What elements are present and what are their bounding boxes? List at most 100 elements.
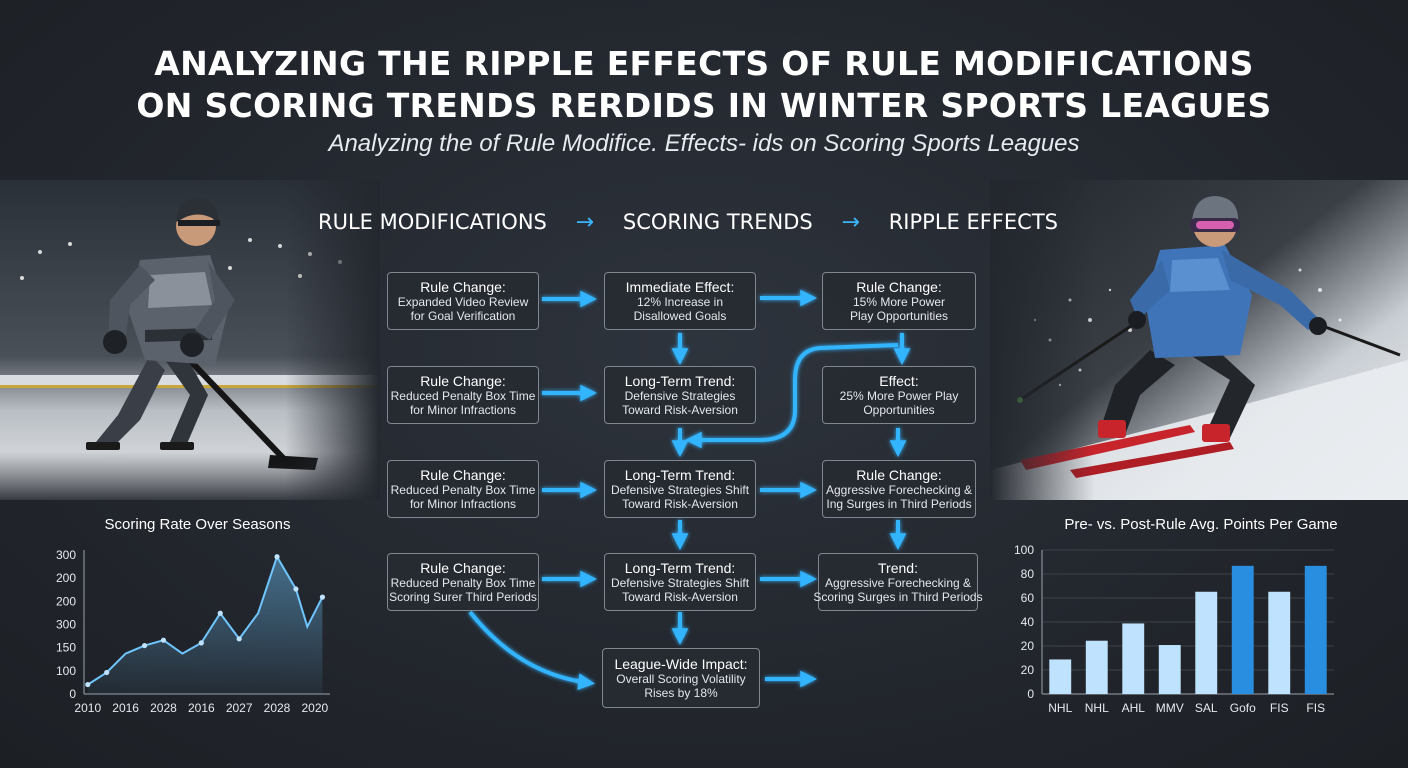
line-chart-series-line <box>87 554 324 686</box>
flow-box-title: Rule Change: <box>420 278 506 295</box>
bar-chart-bar <box>1268 591 1291 694</box>
bar-chart-y-tick: 20 <box>1021 663 1035 677</box>
line-chart-point <box>319 594 326 600</box>
line-chart-x-tick: 2028 <box>150 701 177 715</box>
bar-chart-bar <box>1231 565 1254 694</box>
flow-box-line: Toward Risk-Aversion <box>622 403 738 418</box>
flow-box-title: Immediate Effect: <box>625 278 735 295</box>
flow-box-r3-c1: Rule Change: Reduced Penalty Box Time fo… <box>387 460 539 518</box>
flow-box-line: Overall Scoring Volatility <box>616 672 746 687</box>
line-chart-point <box>141 642 148 649</box>
flow-box-line: Aggressive Forechecking & <box>825 483 973 498</box>
flow-box-title: Rule Change: <box>856 278 942 295</box>
flow-box-line: Opportunities <box>863 403 935 418</box>
flow-box-line: Defensive Strategies Shift <box>610 576 750 591</box>
line-chart-y-tick: 200 <box>56 571 76 585</box>
flow-box-line: Rises by 18% <box>644 686 718 701</box>
bar-chart-x-tick: MMV <box>1156 701 1184 715</box>
line-chart-area <box>87 556 323 694</box>
flow-box-line: 15% More Power <box>852 295 946 310</box>
line-chart-y-tick: 0 <box>69 687 76 701</box>
bar-chart-x-tick: FIS <box>1306 701 1325 715</box>
flow-box-r2-c3: Effect: 25% More Power Play Opportunitie… <box>822 366 976 424</box>
bar-chart-bar <box>1195 591 1218 694</box>
flow-box-title: Trend: <box>878 559 918 576</box>
flow-header-rule-modifications: RULE MODIFICATIONS <box>318 210 547 234</box>
bar-chart-x-tick: NHL <box>1085 701 1109 715</box>
flow-box-line: Ing Surges in Third Periods <box>826 497 972 512</box>
bar-chart-y-tick: 0 <box>1027 687 1034 701</box>
flow-box-line: Play Opportunities <box>849 309 949 324</box>
bar-chart-bar <box>1122 623 1145 694</box>
line-chart-point <box>160 637 167 643</box>
line-chart-x-tick: 2028 <box>264 701 291 715</box>
line-chart-x-tick: 2020 <box>302 701 329 715</box>
line-chart-point <box>217 610 223 616</box>
flow-header: RULE MODIFICATIONS → SCORING TRENDS → RI… <box>318 206 1058 238</box>
line-chart-y-tick: 300 <box>56 618 76 632</box>
bar-chart-bar <box>1158 645 1181 694</box>
flow-box-r3-c3: Rule Change: Aggressive Forechecking & I… <box>822 460 976 518</box>
bar-chart-bar <box>1049 659 1072 694</box>
line-chart-x-tick: 2027 <box>226 701 253 715</box>
flow-header-arrow-icon: → <box>841 209 860 235</box>
flow-box-r3-c2: Long-Term Trend: Defensive Strategies Sh… <box>604 460 756 518</box>
flow-box-line: Reduced Penalty Box Time <box>390 389 536 404</box>
line-chart-point <box>293 586 299 592</box>
page-title-line-1: ANALYZING THE RIPPLE EFFECTS OF RULE MOD… <box>154 44 1254 83</box>
page-title-line-2: ON SCORING TRENDS RERDIDS IN WINTER SPOR… <box>136 86 1272 125</box>
flow-box-line: Scoring Surer Third Periods <box>389 590 537 605</box>
flow-box-line: Defensive Strategies <box>624 389 736 404</box>
flow-box-title: Rule Change: <box>856 466 942 483</box>
flow-box-r4-c3: Trend: Aggressive Forechecking & Scoring… <box>813 553 983 611</box>
flow-box-line: Aggressive Forechecking & <box>824 576 972 591</box>
flow-box-title: Rule Change: <box>420 372 506 389</box>
arrow-curve-to-impact <box>468 610 596 691</box>
hockey-player-illustration <box>0 180 380 500</box>
line-chart-y-tick: 200 <box>56 594 76 608</box>
flow-box-impact: League-Wide Impact: Overall Scoring Vola… <box>602 648 760 708</box>
bar-chart-x-tick: SAL <box>1195 701 1218 715</box>
flow-box-line: Reduced Penalty Box Time <box>390 483 536 498</box>
flow-box-r4-c2: Long-Term Trend: Defensive Strategies Sh… <box>604 553 756 611</box>
bar-chart-y-tick: 60 <box>1021 591 1035 605</box>
bar-chart-y-tick: 40 <box>1021 615 1035 629</box>
bar-chart-y-tick: 80 <box>1021 567 1035 581</box>
flow-box-line: Reduced Penalty Box Time <box>390 576 536 591</box>
page-subtitle: Analyzing the of Rule Modifice. Effects-… <box>328 130 1080 157</box>
flow-box-title: Effect: <box>879 372 919 389</box>
flow-box-line: 25% More Power Play <box>839 389 959 404</box>
flow-box-line: Disallowed Goals <box>633 309 727 324</box>
flow-box-line: Toward Risk-Aversion <box>622 590 738 605</box>
line-chart-x-tick: 2010 <box>74 701 101 715</box>
line-chart-y-tick: 100 <box>56 664 76 678</box>
line-chart-title: Scoring Rate Over Seasons <box>104 516 291 533</box>
bar-chart-bar <box>1085 640 1108 694</box>
flow-header-arrow-icon: → <box>575 209 595 235</box>
flow-header-scoring-trends: SCORING TRENDS <box>622 210 813 234</box>
bar-chart-x-tick: AHL <box>1122 701 1146 715</box>
flow-box-title: Long-Term Trend: <box>624 559 736 576</box>
flow-box-line: Defensive Strategies Shift <box>610 483 750 498</box>
skier-illustration <box>990 180 1408 500</box>
flow-box-line: for Minor Infractions <box>409 497 517 512</box>
bar-chart-y-tick: 20 <box>1021 639 1035 653</box>
flow-box-r1-c3: Rule Change: 15% More Power Play Opportu… <box>822 272 976 330</box>
bar-chart-x-tick: FIS <box>1270 701 1289 715</box>
flow-box-title: Long-Term Trend: <box>624 466 736 483</box>
flow-box-title: Long-Term Trend: <box>624 372 736 389</box>
bar-chart-x-tick: Gofo <box>1230 701 1256 715</box>
flow-box-line: Toward Risk-Aversion <box>622 497 738 512</box>
flow-box-line: 12% Increase in <box>636 295 724 310</box>
line-chart-point <box>236 636 242 642</box>
flow-box-r1-c1: Rule Change: Expanded Video Review for G… <box>387 272 539 330</box>
flow-box-line: for Minor Infractions <box>409 403 517 418</box>
line-chart-x-tick: 2016 <box>188 701 215 715</box>
line-chart-y-tick: 150 <box>56 641 76 655</box>
flow-box-title: Rule Change: <box>420 466 506 483</box>
line-chart-point <box>274 554 280 560</box>
bar-chart-x-tick: NHL <box>1048 701 1072 715</box>
flow-box-line: for Goal Verification <box>410 309 516 324</box>
